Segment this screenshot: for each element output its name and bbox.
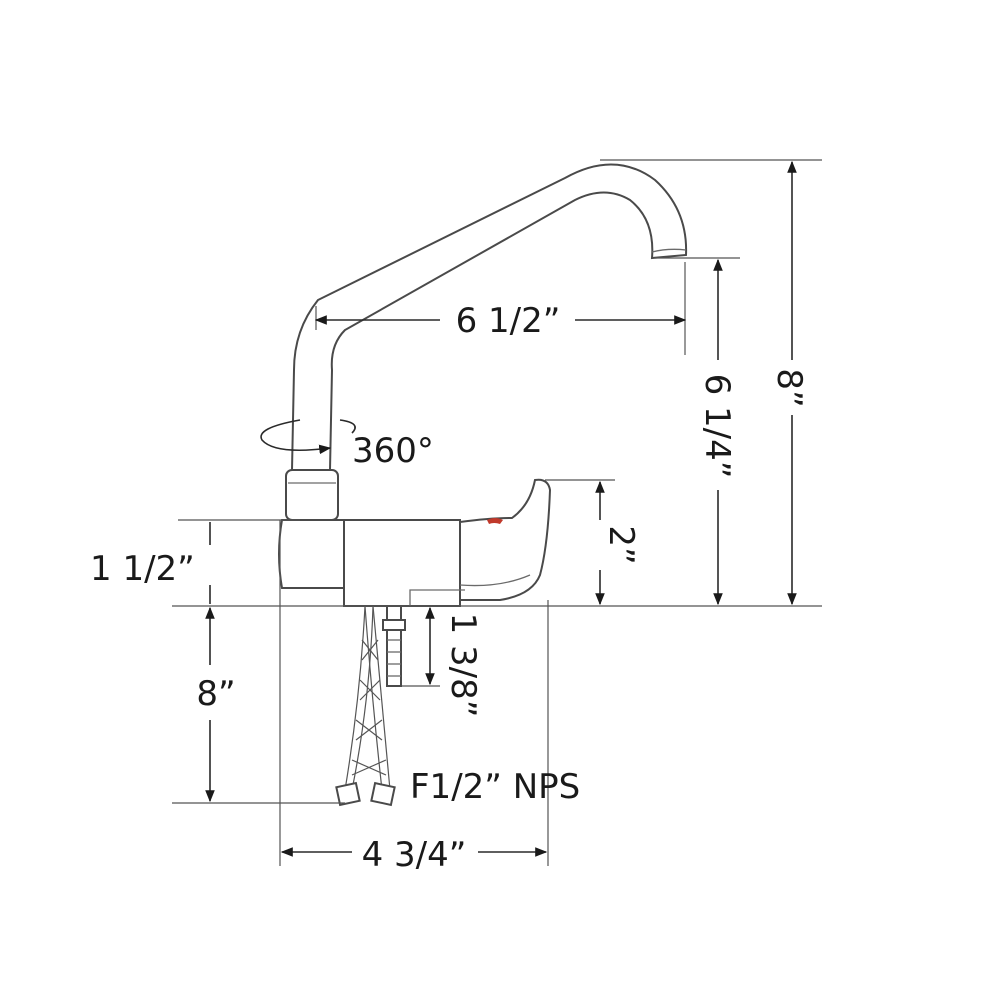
threaded-shank	[386, 605, 402, 687]
base-cylinder	[278, 519, 346, 589]
label-handle-height: 2”	[601, 525, 641, 564]
hose-fitting-right	[370, 781, 396, 807]
extension-lines	[172, 159, 822, 866]
swivel-collar	[285, 469, 339, 521]
spout-tip	[651, 248, 687, 253]
handle-accent	[487, 518, 503, 524]
faucet-drawing	[278, 163, 688, 807]
rotation-arrow-icon	[260, 419, 332, 455]
label-spout-clearance: 6 1/4”	[697, 374, 737, 479]
valve-body	[343, 519, 461, 607]
dimension-lines	[205, 160, 797, 857]
label-shank-length: 1 3/8”	[443, 613, 483, 718]
spout	[290, 163, 688, 471]
label-connection: F1/2” NPS	[410, 767, 580, 807]
label-body-width: 4 3/4”	[362, 835, 467, 875]
label-rotation: 360°	[352, 431, 434, 471]
lever-handle	[459, 478, 552, 601]
label-hose-length: 8”	[196, 674, 235, 714]
hose-fitting-left	[335, 781, 361, 807]
supply-hoses	[335, 605, 396, 807]
label-body-height: 1 1/2”	[90, 549, 195, 589]
label-total-height: 8”	[769, 368, 809, 407]
label-spout-reach: 6 1/2”	[456, 301, 561, 341]
dimension-labels: 6 1/2” 360° 1 1/2” 8” F1/2” NPS 4 3/4” 8…	[90, 301, 809, 875]
